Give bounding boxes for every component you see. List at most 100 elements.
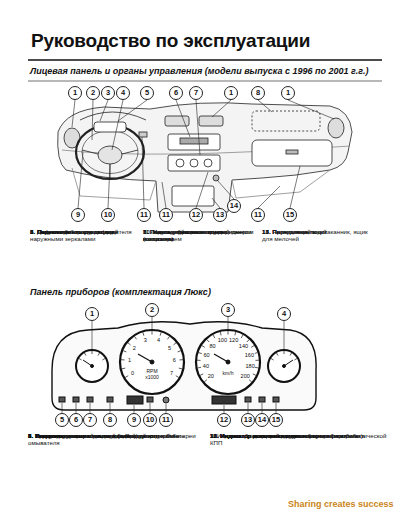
leader-lines-part: [72, 100, 75, 127]
instrument-cluster-part: [259, 397, 265, 402]
instrument-cluster-part: [91, 365, 94, 368]
gauge-unit: km/h: [223, 371, 234, 377]
leader-lines-part: [100, 100, 108, 121]
speedometer-scale: 20: [207, 373, 214, 379]
cluster-leader-lines-part: [92, 321, 93, 349]
legend-item: 15. Индикатор резерва топлива в баке: [210, 432, 321, 439]
callout-number: 5: [140, 86, 154, 100]
leader-lines-part: [112, 100, 123, 150]
callout-number: 11: [137, 208, 151, 222]
dashboard-drawing: [58, 103, 352, 212]
cluster-leader-lines-part: [76, 403, 77, 413]
instrument-cluster-part-part: [271, 359, 274, 361]
callout-number: 15: [269, 413, 283, 427]
callout-number: 10: [143, 413, 157, 427]
instrument-cluster-part: [283, 365, 286, 368]
cluster-leader-lines-part: [62, 403, 63, 413]
instrument-cluster-part: [245, 397, 251, 402]
speedometer-scale: 40: [202, 363, 209, 369]
cluster-leader-lines-part: [228, 317, 229, 329]
tachometer-scale: 7: [169, 370, 173, 376]
speedometer-scale: 60: [203, 352, 210, 358]
rules-part: [28, 59, 382, 61]
instrument-cluster-part-part: [92, 351, 93, 354]
leader-lines: [72, 100, 334, 208]
leader-lines-part: [78, 152, 83, 208]
tachometer-scale: 1: [128, 357, 132, 363]
dashboard-drawing-part: [252, 111, 320, 131]
instrument-cluster-part-part: [179, 368, 182, 370]
callout-number: 6: [69, 413, 83, 427]
instrument-cluster-part-part: [294, 359, 297, 361]
instrument-cluster-part-part: [251, 345, 254, 347]
dashboard-drawing-part: [94, 122, 126, 132]
instrument-cluster-part-part: [284, 351, 285, 354]
instrument-cluster-part: [150, 360, 154, 364]
instrument-cluster-part: [52, 322, 316, 410]
instrument-cluster-part-part: [198, 367, 201, 369]
instrument-cluster-part-part: [98, 353, 100, 356]
callout-number: 4: [277, 307, 291, 321]
dashboard-drawing-part: [232, 170, 330, 198]
tachometer-scale: 3: [143, 337, 147, 343]
page-title: Руководство по эксплуатации: [31, 30, 310, 52]
instrument-cluster-part-part: [202, 345, 205, 347]
instrument-cluster-part-part: [174, 343, 177, 345]
dashboard-drawing-part: [80, 112, 146, 120]
instrument-cluster-part-part: [255, 367, 258, 369]
callout-number: 8: [103, 413, 117, 427]
instrument-cluster-part-part: [167, 336, 169, 339]
cluster-leader-lines-part: [110, 403, 111, 413]
cluster-leader-lines: [62, 317, 284, 413]
instrument-cluster-part-part: [178, 351, 181, 352]
instrument-cluster-part-part: [102, 359, 105, 361]
cluster-leader-lines-part: [166, 404, 167, 413]
instrument-cluster-part-part: [122, 368, 125, 370]
leader-lines-part: [258, 186, 280, 208]
callout-number: 6: [169, 86, 183, 100]
speedometer-scale: 160: [244, 352, 254, 358]
callout-number: 11: [159, 208, 173, 222]
dashboard-drawing-part: [172, 186, 214, 206]
leader-lines-part: [176, 100, 190, 137]
instrument-cluster-part-part: [254, 353, 257, 354]
leader-lines-part: [217, 180, 234, 199]
tachometer-scale: 2: [132, 345, 136, 351]
dashboard-drawing-part: [168, 134, 220, 150]
legend-item: 6. Магнитола: [30, 228, 68, 235]
cluster-leader-lines-part: [150, 403, 151, 413]
leader-lines-part: [162, 182, 166, 208]
callout-number: 2: [145, 303, 159, 317]
speedometer-scale: 180: [245, 363, 255, 369]
cluster-leader-lines-part: [134, 405, 135, 413]
speedometer-scale: 100: [217, 337, 227, 343]
tachometer-scale: 0: [130, 370, 134, 376]
callout-number: 9: [71, 208, 85, 222]
legend-item: 8. Индикатор минимального уровня жидкост…: [28, 432, 204, 446]
leader-lines-part: [288, 100, 334, 119]
callout-number: 8: [251, 86, 265, 100]
leader-lines-part: [118, 100, 147, 121]
dashboard-drawing-part: [76, 125, 144, 179]
cluster-leader-lines-part: [248, 403, 249, 413]
instrument-cluster-part-part: [253, 374, 256, 376]
instrument-cluster-part-part: [241, 335, 243, 338]
leader-lines-part: [196, 172, 208, 208]
callout-number: 10: [101, 208, 115, 222]
leader-lines-part: [108, 164, 110, 208]
leader-lines-part: [258, 100, 272, 112]
instrument-cluster-part-part: [125, 376, 128, 378]
callout-number: 7: [83, 413, 97, 427]
cluster-leader-lines-part: [284, 321, 285, 349]
instrument-cluster-part: [76, 350, 108, 382]
rules: [28, 60, 382, 81]
instrument-cluster-part: [87, 397, 93, 402]
callout-number: 14: [255, 413, 269, 427]
instrument-cluster-part: [196, 330, 260, 394]
leader-lines-part: [212, 198, 220, 208]
legend-item: 15. Перчаточный ящик: [262, 228, 327, 235]
instrument-cluster-part-part: [200, 374, 203, 376]
speedometer-scale: 80: [209, 343, 216, 349]
instrument-cluster-part-part: [179, 359, 182, 360]
